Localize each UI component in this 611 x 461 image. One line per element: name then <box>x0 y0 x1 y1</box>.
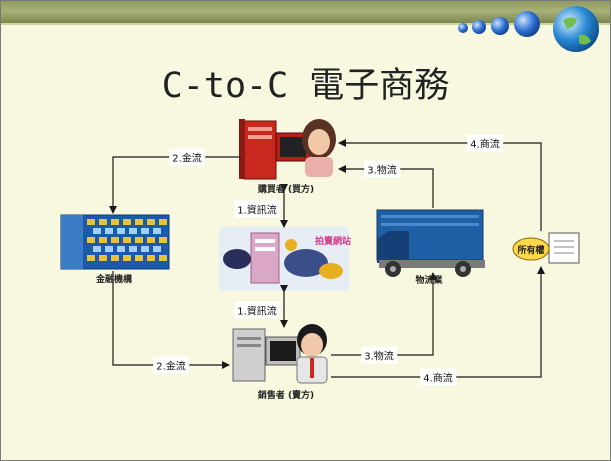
auction-site-illustration <box>219 227 349 291</box>
ownership-illustration <box>512 232 580 264</box>
globe-decoration <box>458 6 599 52</box>
sphere-icon <box>458 23 468 33</box>
sphere-icon <box>472 20 486 34</box>
goods-flow-top-label: 3.物流 <box>364 160 400 178</box>
money-flow-bottom-label: 2.金流 <box>153 356 189 374</box>
money-flow-top-label: 2.金流 <box>169 148 205 166</box>
biz-flow-top-label: 4.商流 <box>467 134 503 152</box>
page-title: C-to-C 電子商務 <box>161 66 450 106</box>
bank-illustration <box>60 214 170 270</box>
info-flow-top-label: 1.資訊流 <box>234 200 280 218</box>
seller-illustration <box>232 324 328 384</box>
header-divider <box>1 23 610 25</box>
goods-flow-bottom-label: 3.物流 <box>361 346 397 364</box>
info-flow-bottom-label: 1.資訊流 <box>234 301 280 319</box>
truck-illustration <box>376 209 485 277</box>
buyer-illustration <box>239 119 336 180</box>
money-flow-bottom-connector <box>112 271 230 369</box>
ownership-label: 所有權 <box>517 246 545 256</box>
biz-flow-top-connector <box>338 139 542 231</box>
seller-label: 銷售者 (賣方) <box>257 391 315 401</box>
header-bar <box>1 1 610 23</box>
biz-flow-bottom-label: 4.商流 <box>420 368 456 386</box>
logistics-label: 物流業 <box>415 276 443 286</box>
sphere-icon <box>491 17 509 35</box>
site-label: 拍賣網站 <box>314 237 352 247</box>
biz-flow-bottom-connector <box>331 266 545 378</box>
bank-label: 金融機構 <box>95 275 133 285</box>
buyer-label: 購買者 (買方) <box>257 185 315 195</box>
sphere-icon <box>514 11 540 37</box>
